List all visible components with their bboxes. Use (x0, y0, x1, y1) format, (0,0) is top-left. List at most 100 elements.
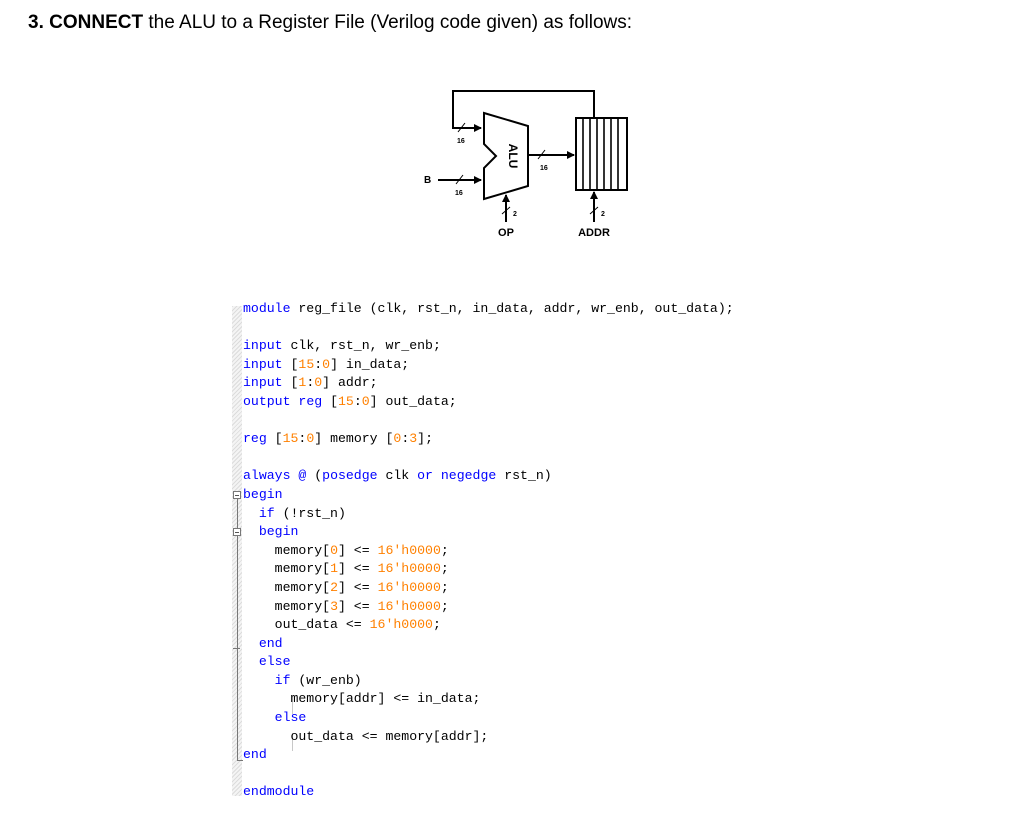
bus-width-b: 16 (455, 190, 463, 197)
code-keyword: end (243, 747, 267, 763)
code-text: ; (440, 561, 449, 577)
bus-b-slash (455, 174, 464, 185)
code-line: memory[addr] <= in_data; (243, 690, 734, 709)
code-text: ]; (417, 431, 433, 447)
alu-block (483, 111, 529, 201)
code-text: rst_n) (496, 468, 552, 484)
code-text: : (314, 356, 323, 372)
code-number: 0 (330, 542, 338, 558)
indent-guide-else (292, 733, 293, 751)
code-text: ; (432, 617, 441, 633)
code-text: [ (266, 431, 283, 447)
code-number: 3 (409, 431, 418, 447)
indent-guide-if (292, 696, 293, 714)
code-keyword: reg (298, 393, 323, 409)
code-number: 16'h0000 (377, 542, 441, 558)
alu-label: ALU (506, 144, 520, 169)
code-text: ] <= (337, 598, 378, 614)
addr-slash (589, 206, 599, 215)
code-line (243, 449, 734, 468)
code-number: 16'h0000 (377, 561, 441, 577)
op-width: 2 (513, 211, 517, 218)
code-text: (wr_enb) (290, 672, 362, 688)
code-line: reg [15:0] memory [0:3]; (243, 430, 734, 449)
question-text: the ALU to a Register File (Verilog code… (143, 12, 633, 33)
op-slash (501, 206, 511, 215)
code-keyword: input (243, 375, 283, 391)
code-text: ; (440, 598, 449, 614)
code-text: ] memory [ (314, 431, 394, 447)
code-keyword: if (274, 672, 291, 688)
code-text: clk (377, 468, 418, 484)
code-keyword: end (258, 635, 283, 651)
code-text: : (298, 431, 307, 447)
code-number: 0 (393, 431, 402, 447)
question-number: 3. (28, 12, 44, 33)
code-text: memory[addr] <= in_data; (290, 691, 481, 707)
code-number: 1 (298, 375, 307, 391)
code-text: ] in_data; (330, 356, 410, 372)
fold-marker-always (233, 491, 241, 499)
code-number: 0 (361, 393, 370, 409)
code-text: ] <= (337, 561, 378, 577)
code-number: 0 (314, 375, 323, 391)
question-bold-word: CONNECT (49, 12, 144, 33)
code-keyword: negedge (440, 468, 497, 484)
code-line: memory[3] <= 16'h0000; (243, 598, 734, 617)
code-keyword: @ (298, 468, 307, 484)
code-text: [ (282, 356, 299, 372)
code-text: ] out_data; (369, 393, 457, 409)
code-text: memory[ (274, 579, 331, 595)
code-text: : (306, 375, 315, 391)
bus-out-slash (537, 149, 546, 160)
code-keyword: input (243, 338, 283, 354)
code-text: out_data <= (274, 617, 370, 633)
code-number: 15 (298, 356, 315, 372)
code-text: ] addr; (322, 375, 378, 391)
code-text: ; (440, 542, 449, 558)
code-line: memory[0] <= 16'h0000; (243, 542, 734, 561)
code-number: 0 (322, 356, 331, 372)
code-keyword: endmodule (243, 784, 315, 800)
code-number: 15 (337, 393, 354, 409)
addr-label: ADDR (578, 227, 610, 239)
code-line: input [1:0] addr; (243, 374, 734, 393)
code-keyword: else (258, 654, 291, 670)
code-keyword: if (258, 505, 275, 521)
code-number: 2 (330, 579, 338, 595)
code-text: (!rst_n) (274, 505, 346, 521)
code-line (243, 765, 734, 784)
code-text: out_data <= memory[addr]; (290, 728, 489, 744)
code-line: out_data <= memory[addr]; (243, 728, 734, 747)
code-text (433, 468, 441, 483)
code-number: 0 (306, 431, 315, 447)
code-text: reg_file (clk, rst_n, in_data, addr, wr_… (290, 301, 734, 316)
bus-width-out: 16 (540, 165, 548, 172)
code-line: out_data <= 16'h0000; (243, 616, 734, 635)
code-line: always @ (posedge clk or negedge rst_n) (243, 467, 734, 486)
code-line: output reg [15:0] out_data; (243, 393, 734, 412)
register-file-cells (582, 118, 619, 190)
code-text: ] <= (337, 579, 378, 595)
code-keyword: reg (243, 431, 267, 447)
code-keyword: input (243, 356, 283, 372)
code-text: ( (306, 468, 323, 484)
code-text: : (353, 393, 362, 409)
verilog-code: module reg_file (clk, rst_n, in_data, ad… (243, 300, 734, 802)
fold-line-always (237, 499, 238, 761)
code-text: : (401, 431, 410, 447)
code-keyword: module (243, 301, 291, 316)
code-line: begin (243, 486, 734, 505)
verilog-code-block: module reg_file (clk, rst_n, in_data, ad… (232, 296, 832, 806)
code-line: input clk, rst_n, wr_enb; (243, 337, 734, 356)
code-keyword: begin (258, 524, 299, 540)
code-number: 16'h0000 (369, 617, 433, 633)
fold-end-tick (237, 760, 243, 761)
code-line: end (243, 746, 734, 765)
code-line: memory[1] <= 16'h0000; (243, 560, 734, 579)
code-line: else (243, 709, 734, 728)
code-text: memory[ (274, 542, 331, 558)
code-keyword: else (274, 710, 307, 726)
op-label: OP (498, 227, 514, 239)
addr-width: 2 (601, 211, 605, 218)
